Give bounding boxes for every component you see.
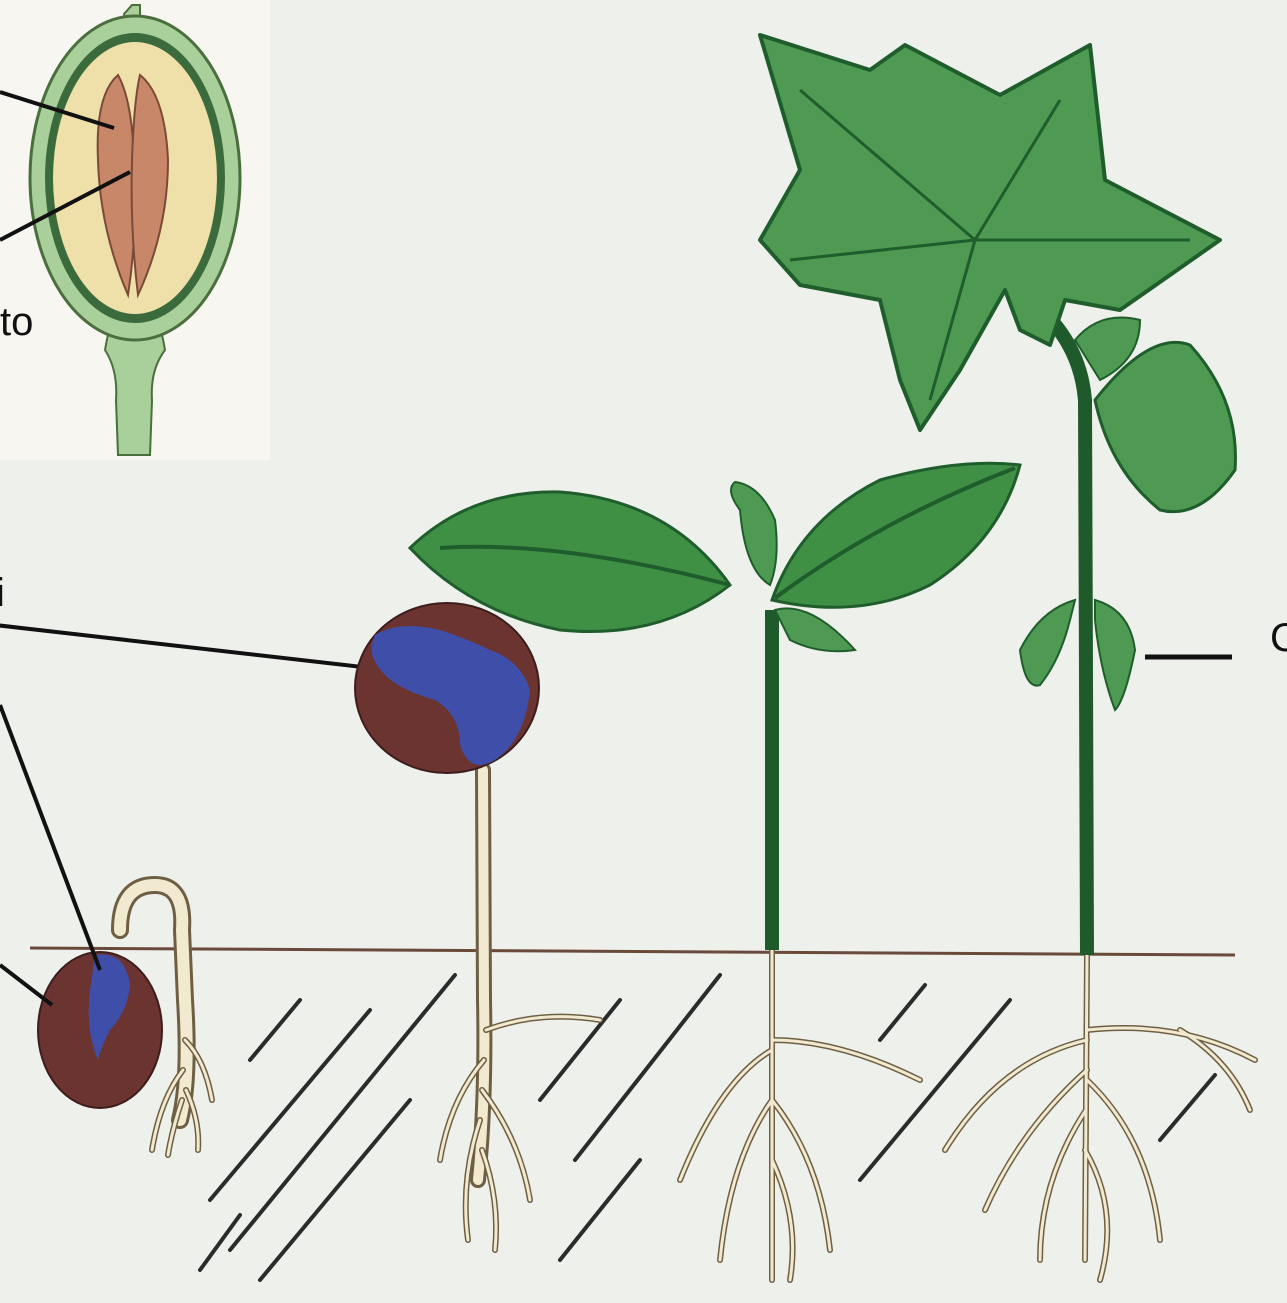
ground-line: [30, 948, 1235, 955]
label-seed-part: to: [0, 302, 33, 342]
stage-1-seedling: [0, 885, 212, 1155]
stage-3-roots: [680, 950, 920, 1280]
stage-4-plant: [760, 35, 1255, 1280]
seed-inset: [0, 0, 270, 460]
stage-2-seedling: [355, 603, 600, 1250]
stage-2-roots: [440, 1017, 600, 1250]
withered-cotyledon-left: [1020, 600, 1075, 686]
label-cotyledon-right: C: [1270, 618, 1287, 658]
pointer-line-cotyledon-2: [0, 625, 415, 673]
stage-4-roots: [945, 955, 1255, 1280]
soil: [30, 948, 1235, 1280]
stage-3-leaf-right: [772, 463, 1020, 607]
stage-3-bud: [731, 482, 777, 585]
pointer-line-seed-coat: [0, 965, 52, 1005]
stage-3-plant: [410, 463, 1020, 1280]
label-cotyledon-left: i: [0, 573, 5, 613]
withered-cotyledon-right: [1095, 600, 1135, 710]
stage-3-small-leaf: [775, 608, 855, 651]
pointer-line-cotyledon-1: [0, 705, 100, 970]
